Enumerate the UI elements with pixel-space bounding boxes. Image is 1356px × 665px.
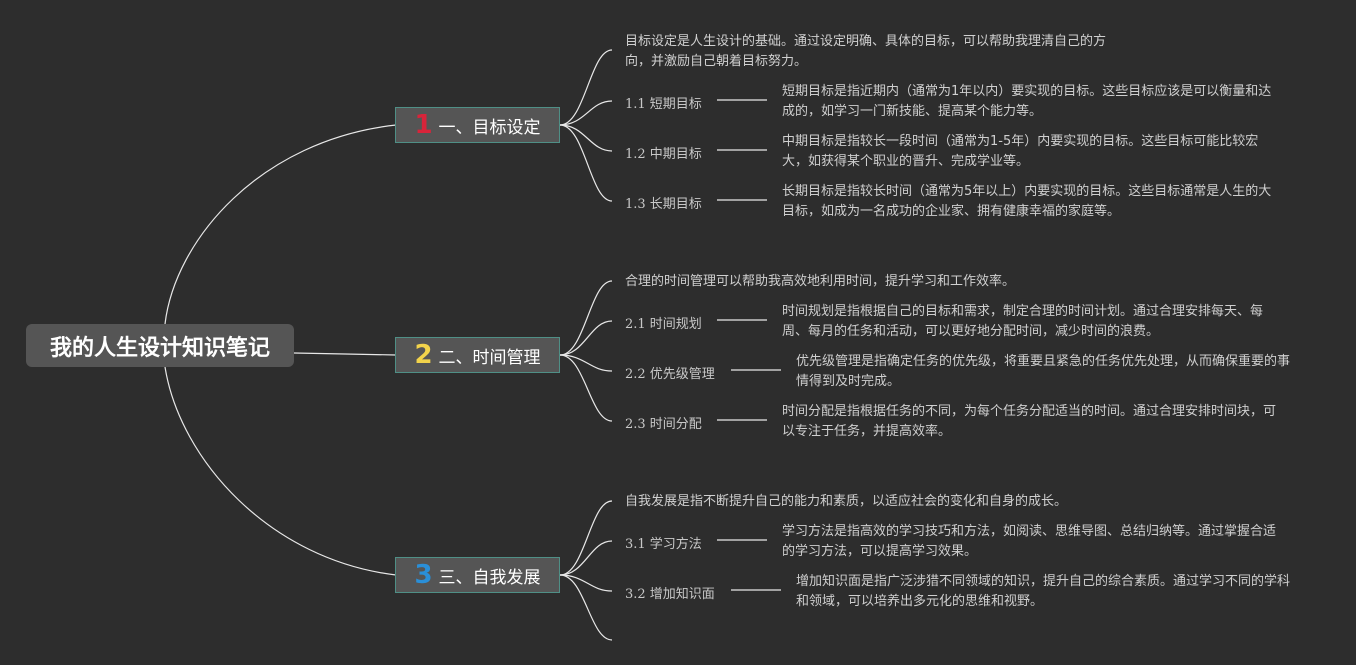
branch-3-intro: 自我发展是指不断提升自己的能力和素质，以适应社会的变化和自身的成长。 <box>625 494 1068 509</box>
branch-1-connector-item-2 <box>559 124 613 152</box>
branch-2-connector-intro <box>559 280 613 356</box>
branch-title: 二、时间管理 <box>438 347 541 368</box>
item-2-3-label[interactable]: 2.3 时间分配 <box>625 417 702 432</box>
item-1-1-desc: 短期目标是指近期内（通常为1年以内）要实现的目标。这些目标应该是可以衡量和达成的… <box>782 84 1272 119</box>
item-1-3-desc: 长期目标是指较长时间（通常为5年以上）内要实现的目标。这些目标通常是人生的大目标… <box>782 184 1272 219</box>
item-2-1-desc: 时间规划是指根据自己的目标和需求，制定合理的时间计划。通过合理安排每天、每周、每… <box>782 304 1264 339</box>
root-branch-1-connector <box>164 124 397 325</box>
root-branch-3-connector <box>164 366 397 576</box>
number-3-icon: 3 <box>414 560 433 590</box>
branch-2-intro: 合理的时间管理可以帮助我高效地利用时间，提升学习和工作效率。 <box>625 274 1016 289</box>
branch-1-connector-item-1 <box>559 100 613 126</box>
number-1-icon: 1 <box>414 110 433 140</box>
branch-2-connector-item-1 <box>559 320 613 356</box>
item-2-1-label[interactable]: 2.1 时间规划 <box>625 317 702 332</box>
branch-3-connector-intro <box>559 500 613 576</box>
root-branch-2-connector <box>293 352 397 356</box>
branch-node-self-development[interactable]: 3 三、自我发展 <box>395 557 560 593</box>
branch-title: 三、自我发展 <box>438 567 541 588</box>
branch-node-time-management[interactable]: 2 二、时间管理 <box>395 337 560 373</box>
item-2-2-label[interactable]: 2.2 优先级管理 <box>625 367 715 382</box>
branch-3-connector-item-1 <box>559 540 613 576</box>
item-3-1-label[interactable]: 3.1 学习方法 <box>625 537 702 552</box>
item-1-1-label[interactable]: 1.1 短期目标 <box>625 97 702 112</box>
item-3-2-desc: 增加知识面是指广泛涉猎不同领域的知识，提升自己的综合素质。通过学习不同的学科和领… <box>796 574 1291 609</box>
item-1-2-desc: 中期目标是指较长一段时间（通常为1-5年）内要实现的目标。这些目标可能比较宏大，… <box>782 134 1259 169</box>
branch-2-connector-item-3 <box>559 354 613 422</box>
item-1-3-label[interactable]: 1.3 长期目标 <box>625 197 702 212</box>
branch-2-connector-item-2 <box>559 354 613 372</box>
branch-3-connector-item-2 <box>559 574 613 592</box>
branch-1-connector-item-3 <box>559 124 613 202</box>
branch-title: 一、目标设定 <box>438 117 541 138</box>
item-2-3-desc: 时间分配是指根据任务的不同，为每个任务分配适当的时间。通过合理安排时间块，可以专… <box>782 404 1277 439</box>
branch-1-connector-intro <box>559 49 613 126</box>
item-3-2-label[interactable]: 3.2 增加知识面 <box>625 587 715 602</box>
root-title: 我的人生设计知识笔记 <box>49 335 270 361</box>
number-2-icon: 2 <box>414 340 433 370</box>
branch-1-intro: 目标设定是人生设计的基础。通过设定明确、具体的目标，可以帮助我理清自己的方向，并… <box>625 34 1107 69</box>
item-1-2-label[interactable]: 1.2 中期目标 <box>625 147 702 162</box>
item-3-1-desc: 学习方法是指高效的学习技巧和方法，如阅读、思维导图、总结归纳等。通过掌握合适的学… <box>782 524 1277 559</box>
root-node[interactable]: 我的人生设计知识笔记 <box>26 324 294 367</box>
branch-node-goal-setting[interactable]: 1 一、目标设定 <box>395 107 560 143</box>
item-2-2-desc: 优先级管理是指确定任务的优先级，将重要且紧急的任务优先处理，从而确保重要的事情得… <box>796 354 1291 389</box>
branch-3-connector-empty <box>559 574 613 641</box>
